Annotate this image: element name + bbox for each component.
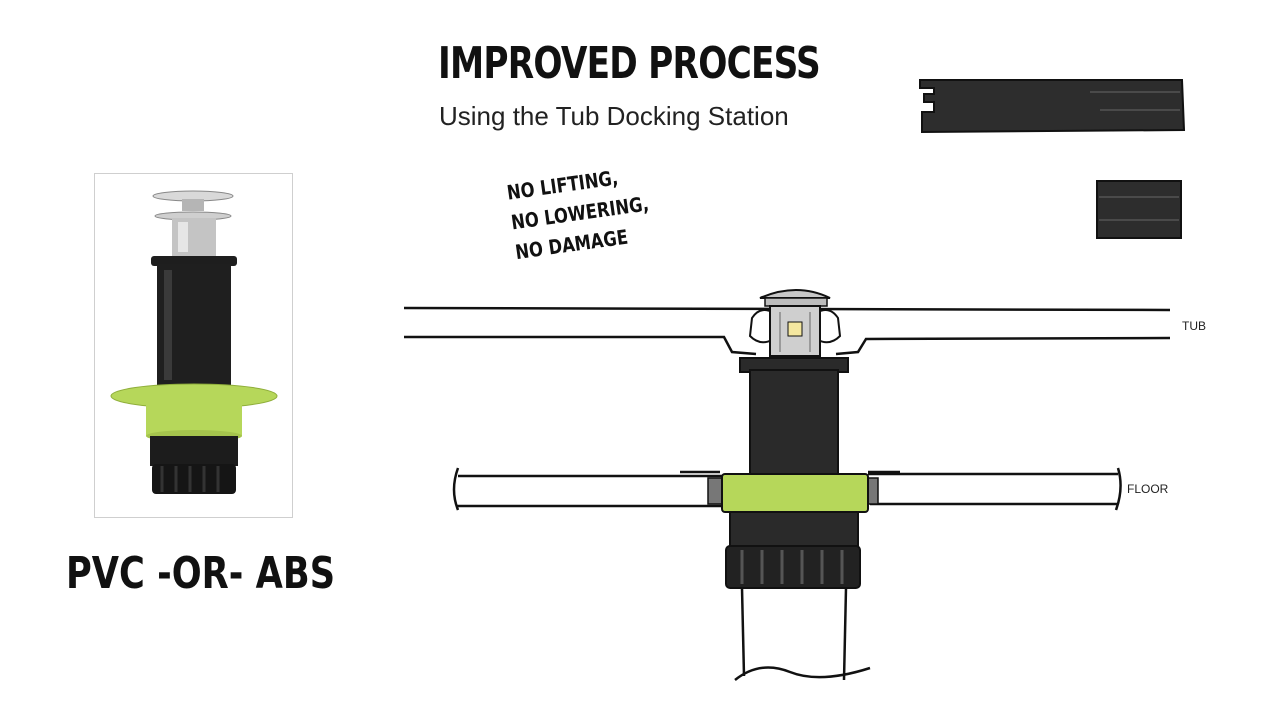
green-flange xyxy=(721,473,869,513)
floor-label: FLOOR xyxy=(1127,482,1169,496)
material-label: PVC -OR- ABS xyxy=(66,548,336,599)
wrench-tool xyxy=(919,79,1186,134)
floor-layer xyxy=(452,467,1122,511)
page-subtitle: Using the Tub Docking Station xyxy=(439,101,789,131)
drain-pipe xyxy=(734,587,871,681)
drain-cap xyxy=(759,289,831,299)
docking-block-tool xyxy=(1096,180,1182,239)
tub-label: TUB xyxy=(1182,319,1206,333)
